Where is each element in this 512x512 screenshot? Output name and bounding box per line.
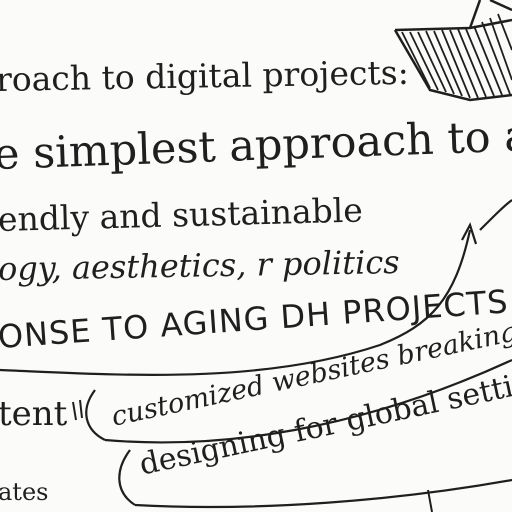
approach-heading: roach to digital projects: [0, 52, 410, 99]
hatched-marker-icon [393, 0, 512, 102]
tick-marks [72, 399, 83, 421]
curve-customized-left [85, 389, 106, 441]
states-fragment: ates [0, 478, 49, 506]
content-fragment: tent [0, 394, 68, 434]
aesthetics-politics-line: ogy, aesthetics, r politics [0, 242, 400, 288]
bottom-divider [427, 489, 433, 512]
curve-bracket-right [479, 199, 512, 231]
curve-customized-under [104, 359, 512, 444]
curve-global-left [118, 449, 136, 506]
curve-bracket-arrow [461, 222, 478, 245]
curve-global-under [134, 478, 512, 509]
curve-bracket-upper [0, 229, 472, 376]
